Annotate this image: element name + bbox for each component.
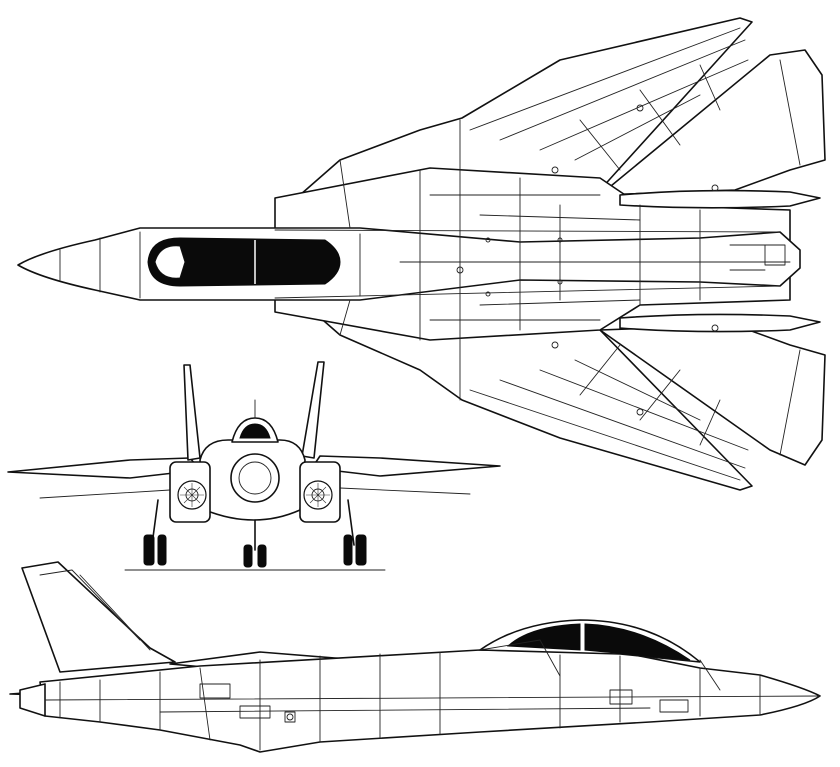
top-view <box>17 17 826 491</box>
top-view-canopy <box>147 237 341 287</box>
front-view-fin-left <box>183 364 201 461</box>
side-view-fin <box>21 561 176 673</box>
front-view-intake-left <box>169 461 211 523</box>
front-view-fin-right <box>301 361 325 459</box>
front-view-landing-gear <box>143 499 367 568</box>
front-view <box>7 361 501 571</box>
side-view-nozzle <box>19 683 46 717</box>
front-view-radome <box>230 453 280 503</box>
top-view-nacelle-upper <box>619 189 821 209</box>
top-view-upper-stabilizer <box>599 49 826 196</box>
front-view-intake-right <box>299 461 341 523</box>
top-view-nacelle-lower <box>619 313 821 333</box>
side-view <box>9 561 821 753</box>
